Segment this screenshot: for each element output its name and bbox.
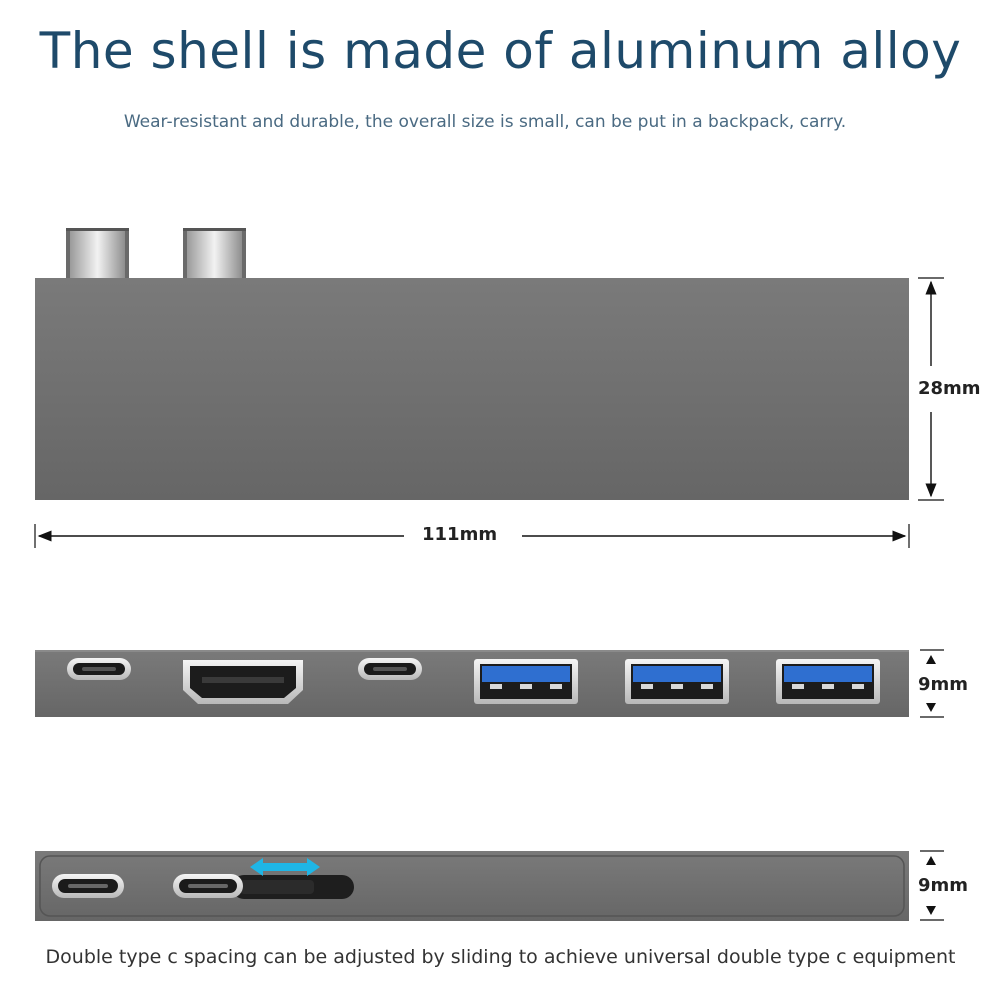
- height-dimension: [918, 277, 944, 501]
- usb-a-port-icon: [625, 659, 729, 704]
- usb-a-port-icon: [776, 659, 880, 704]
- usb-c-port-icon: [52, 874, 124, 898]
- front-thickness-label: 9mm: [918, 674, 969, 695]
- back-thickness-dimension: [920, 850, 944, 921]
- usb-c-port-icon: [358, 658, 422, 680]
- front-thickness-dimension: [920, 649, 944, 718]
- usb-c-port-icon: [67, 658, 131, 680]
- back-view: [35, 851, 909, 921]
- back-thickness-label: 9mm: [918, 875, 969, 896]
- usb-c-plug-icon: [66, 228, 129, 280]
- length-dimension-label: 111mm: [422, 524, 498, 545]
- hub-body-front: [35, 650, 909, 717]
- page-title: The shell is made of aluminum alloy: [39, 22, 962, 80]
- hub-body-back: [35, 851, 909, 921]
- bottom-caption: Double type c spacing can be adjusted by…: [45, 946, 956, 968]
- hdmi-port-icon: [183, 660, 303, 704]
- slide-arrow-icon: [250, 858, 320, 876]
- top-view: [35, 228, 909, 500]
- length-dimension: [34, 524, 910, 548]
- hub-body-top: [35, 278, 909, 500]
- page-subtitle: Wear-resistant and durable, the overall …: [123, 112, 847, 132]
- usb-c-port-icon: [173, 874, 243, 898]
- front-view: [35, 650, 909, 717]
- height-dimension-label: 28mm: [918, 378, 981, 399]
- usb-a-port-icon: [474, 659, 578, 704]
- usb-c-plug-icon: [183, 228, 246, 280]
